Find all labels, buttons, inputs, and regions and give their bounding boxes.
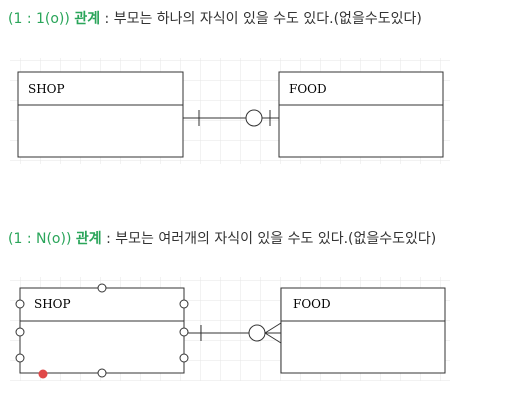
entity-title: FOOD [289, 82, 327, 96]
cardinality-label: (1 : 1(o)) [8, 11, 70, 27]
relation-keyword: 관계 [75, 231, 102, 247]
entity-title: FOOD [293, 297, 331, 311]
entity-food[interactable]: FOOD [280, 287, 446, 374]
relationship-line[interactable] [188, 322, 282, 344]
heading-one-to-many: (1 : N(o)) 관계 : 부모는 여러개의 자식이 있을 수도 있다.(없… [8, 228, 436, 248]
resize-handle[interactable] [15, 327, 25, 337]
heading-one-to-one: (1 : 1(o)) 관계 : 부모는 하나의 자식이 있을 수도 있다.(없을… [8, 8, 422, 28]
resize-handle[interactable] [179, 327, 189, 337]
relation-description: : 부모는 하나의 자식이 있을 수도 있다.(없을수도있다) [100, 11, 422, 27]
relationship-line[interactable] [183, 109, 279, 127]
selection-handles[interactable] [15, 283, 189, 379]
zero-circle-icon [248, 324, 266, 342]
resize-handle[interactable] [179, 299, 189, 309]
connection-point-icon[interactable] [38, 369, 48, 379]
entity-shop[interactable]: SHOP [17, 71, 184, 158]
entity-food[interactable]: FOOD [278, 71, 444, 158]
entity-box [280, 287, 446, 374]
relation-description: : 부모는 여러개의 자식이 있을 수도 있다.(없을수도있다) [101, 231, 437, 247]
entity-title: SHOP [28, 82, 65, 96]
entity-title: SHOP [34, 297, 71, 311]
diagram-one-to-many: SHOP FOOD [10, 277, 450, 381]
entity-box [278, 71, 444, 158]
crows-foot-icon [264, 322, 282, 334]
resize-handle[interactable] [179, 353, 189, 363]
resize-handle[interactable] [97, 283, 107, 293]
cardinality-label: (1 : N(o)) [8, 231, 72, 247]
resize-handle[interactable] [15, 353, 25, 363]
diagram-one-to-one: SHOP FOOD [10, 58, 450, 164]
resize-handle[interactable] [97, 368, 107, 378]
resize-handle[interactable] [15, 299, 25, 309]
crows-foot-icon [264, 332, 282, 344]
entity-box [17, 71, 184, 158]
zero-circle-icon [245, 109, 263, 127]
entity-shop[interactable]: SHOP [19, 287, 185, 374]
relation-keyword: 관계 [74, 11, 101, 27]
